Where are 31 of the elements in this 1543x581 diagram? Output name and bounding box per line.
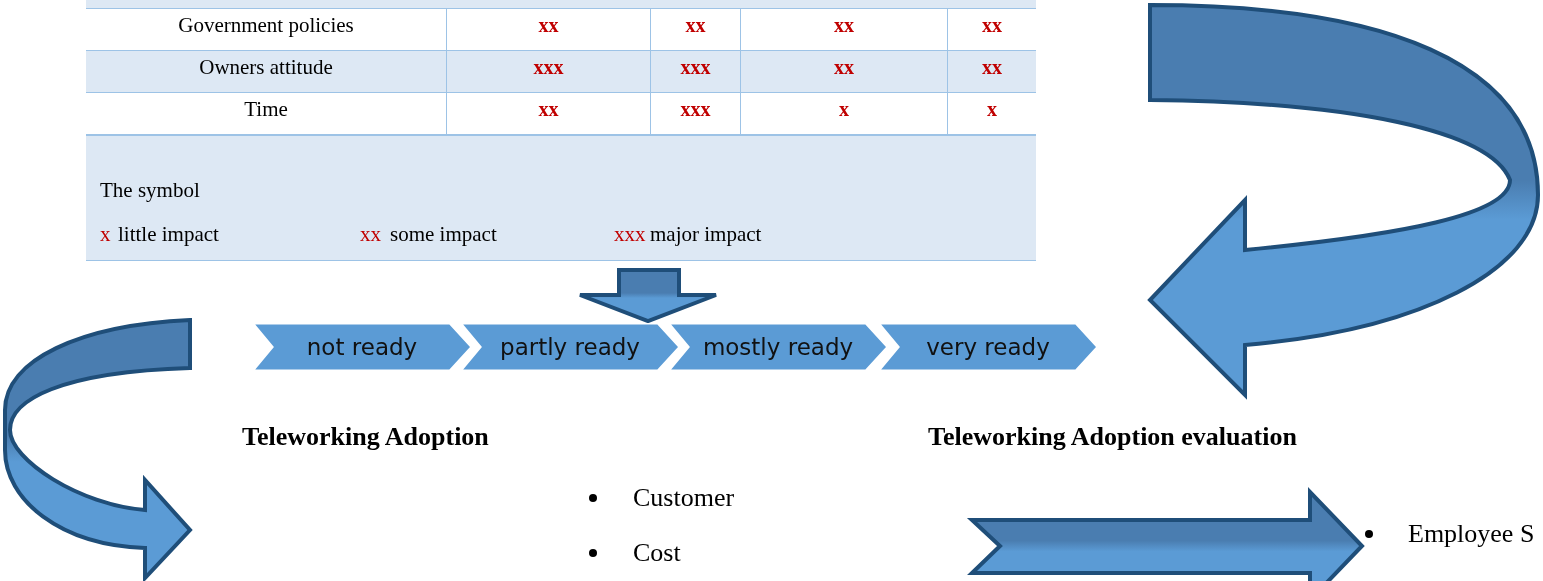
table-cell: xx: [740, 51, 947, 93]
table-cell: xx: [947, 51, 1036, 93]
symbol-mark: xx: [360, 222, 381, 246]
table-cell: xx: [650, 9, 740, 51]
legend-text: little impact: [118, 222, 219, 246]
table-cell: x: [740, 93, 947, 135]
block-arrow: [966, 487, 1365, 581]
chevron-step: mostly ready: [668, 323, 888, 371]
table-cell: x: [947, 93, 1036, 135]
chevron-step: very ready: [878, 323, 1098, 371]
list-item: Customer: [633, 483, 735, 513]
table-cell: xx: [947, 9, 1036, 51]
section-heading: Teleworking Adoption evaluation: [928, 422, 1297, 452]
table-cell: xx: [740, 9, 947, 51]
block-arrow: [578, 268, 718, 324]
table-cell: xxx: [650, 51, 740, 93]
table-cell: xxx: [650, 93, 740, 135]
chevron-step: partly ready: [460, 323, 680, 371]
table-cell: xx: [446, 93, 650, 135]
legend-text: some impact: [390, 222, 497, 246]
list-item: Employee S: [1408, 519, 1535, 549]
table-cell: xxx: [446, 51, 650, 93]
list-item: Cost: [633, 538, 681, 568]
table-cell: Owners attitude: [86, 51, 446, 93]
legend-text: The symbol: [100, 178, 200, 202]
symbol-mark: x: [100, 222, 111, 246]
table-cell: xx: [446, 9, 650, 51]
legend-text: major impact: [650, 222, 762, 246]
section-heading: Teleworking Adoption: [242, 422, 489, 452]
symbol-mark: xxx: [614, 222, 646, 246]
chevron-step: not ready: [252, 323, 472, 371]
